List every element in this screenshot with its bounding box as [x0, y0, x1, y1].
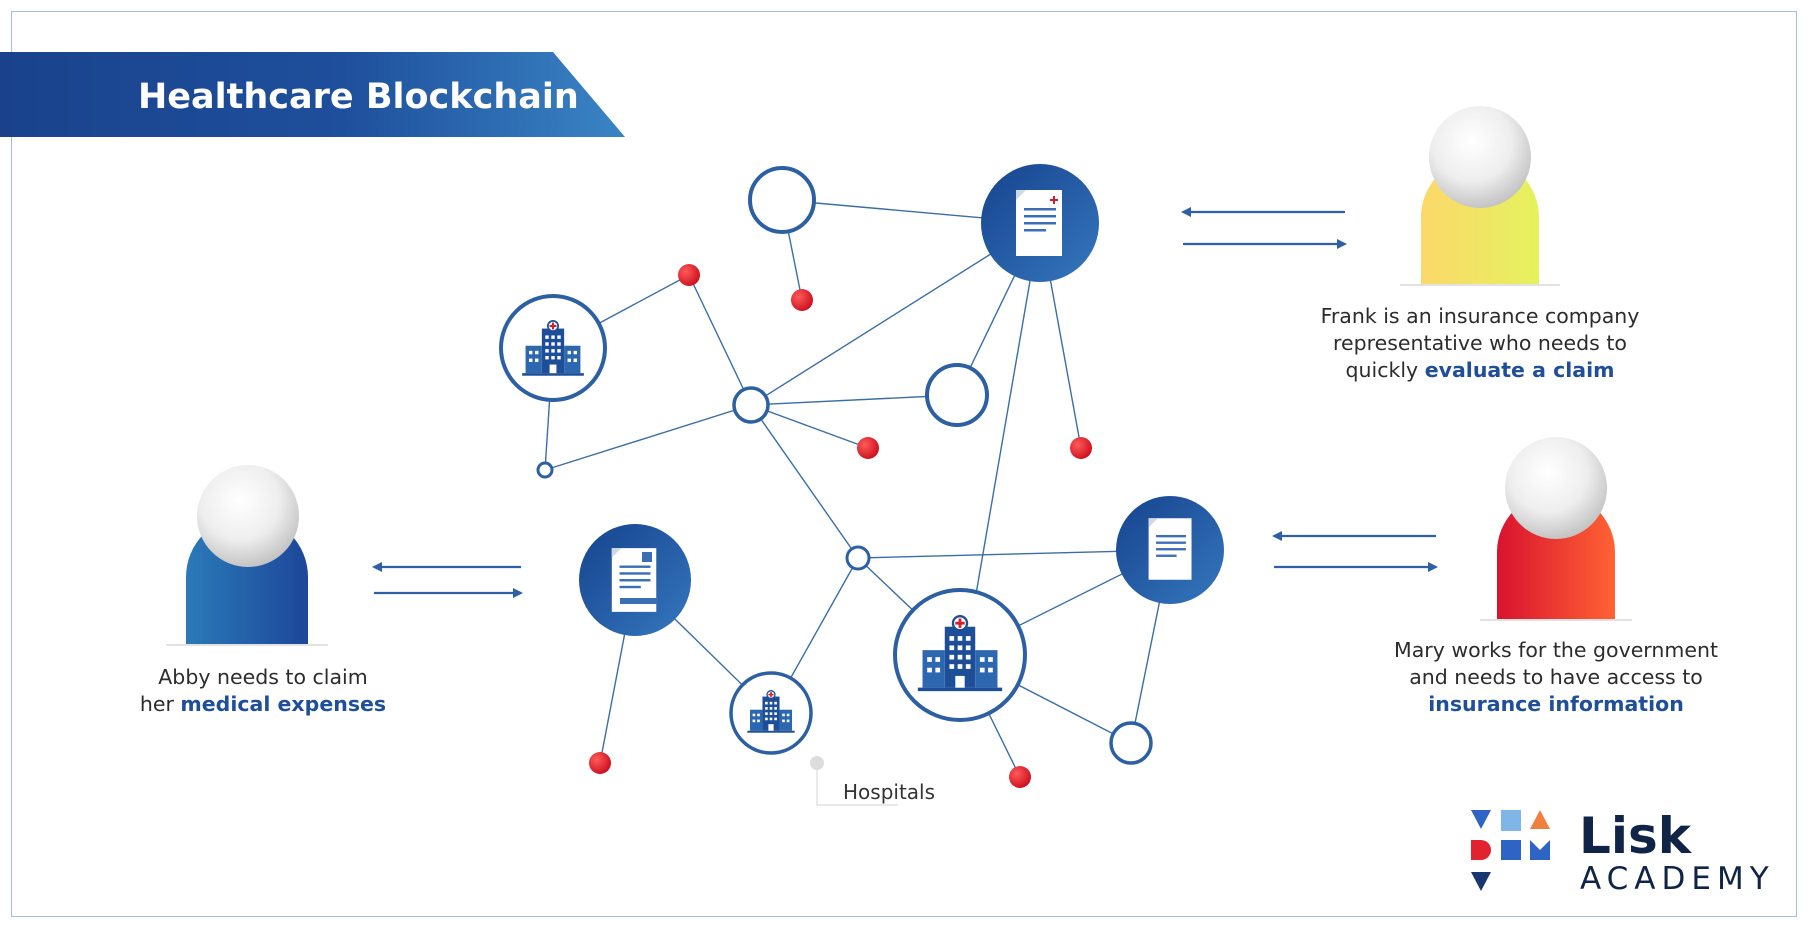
caption-line: quickly evaluate a claim	[1300, 357, 1660, 384]
exchange-arrows	[372, 207, 1438, 598]
logo-d-shape	[1471, 840, 1491, 860]
person-head	[1505, 437, 1607, 539]
title-banner-shape	[0, 52, 625, 137]
caption-abby: Abby needs to claim her medical expenses	[98, 664, 428, 718]
link	[750, 404, 869, 449]
lisk-academy-logo: Lisk ACADEMY	[1471, 807, 1775, 897]
brand-name: Lisk	[1579, 807, 1693, 865]
caption-line: Mary works for the government	[1394, 638, 1718, 662]
callout-line	[816, 770, 898, 806]
red-dot	[791, 289, 813, 311]
caption-text: her	[139, 692, 181, 716]
red-dot	[1009, 766, 1031, 788]
caption-line: and needs to have access to	[1409, 665, 1703, 689]
hospitals-callout: Hospitals	[810, 756, 935, 806]
document-node	[1116, 496, 1224, 604]
caption-emphasis: evaluate a claim	[1424, 358, 1615, 382]
empty-node	[925, 363, 989, 427]
logo-triangle-navy	[1471, 872, 1491, 891]
logo-m-shape	[1530, 840, 1550, 860]
medical-cross-icon	[1053, 196, 1055, 204]
title-banner: Healthcare Blockchain	[0, 52, 625, 137]
caption-line: representative who needs to	[1333, 331, 1627, 355]
brand-product: ACADEMY	[1580, 861, 1775, 897]
document-node	[981, 164, 1099, 282]
photo-icon	[642, 552, 652, 562]
caption-text: quickly	[1345, 358, 1425, 382]
hospitals-label: Hospitals	[843, 780, 935, 804]
callout-dot	[810, 756, 824, 770]
red-dot	[589, 752, 611, 774]
empty-node	[536, 461, 554, 479]
empty-node	[1109, 721, 1153, 765]
page-title: Healthcare Blockchain	[138, 77, 579, 117]
hospital-node	[499, 294, 607, 402]
person-head	[1429, 106, 1531, 208]
hospital-node	[729, 671, 813, 755]
red-dot	[1070, 437, 1092, 459]
logo-triangle-blue	[1471, 810, 1491, 829]
caption-emphasis: medical expenses	[180, 692, 387, 716]
red-dots	[589, 264, 1092, 788]
red-dot	[857, 437, 879, 459]
person-head	[197, 465, 299, 567]
link	[974, 222, 1041, 601]
caption-line: insurance information	[1376, 691, 1736, 718]
logo-square-blue	[1501, 840, 1521, 860]
network-links	[544, 199, 1171, 778]
caption-line: her medical expenses	[98, 691, 428, 718]
link	[750, 394, 958, 406]
link	[544, 404, 752, 471]
person-abby	[166, 465, 328, 646]
document-icon	[1148, 518, 1192, 580]
hollow-nodes	[536, 166, 1153, 765]
logo-square-light	[1501, 810, 1521, 830]
person-mary	[1480, 437, 1632, 621]
hospital-node	[893, 588, 1027, 722]
caption-line: Abby needs to claim	[158, 665, 368, 689]
logo-triangle-orange	[1530, 810, 1550, 829]
empty-node	[732, 386, 770, 424]
caption-frank: Frank is an insurance company representa…	[1300, 303, 1660, 384]
caption-line: Frank is an insurance company	[1320, 304, 1640, 328]
link	[688, 274, 752, 406]
empty-node	[748, 166, 816, 234]
document-node	[579, 524, 691, 636]
caption-emphasis: insurance information	[1428, 692, 1684, 716]
caption-mary: Mary works for the government and needs …	[1376, 637, 1736, 718]
person-frank	[1400, 106, 1560, 286]
empty-node	[845, 545, 871, 571]
doc-bar	[620, 598, 658, 604]
red-dot	[678, 264, 700, 286]
link	[750, 404, 859, 559]
outer-frame	[11, 11, 1797, 917]
